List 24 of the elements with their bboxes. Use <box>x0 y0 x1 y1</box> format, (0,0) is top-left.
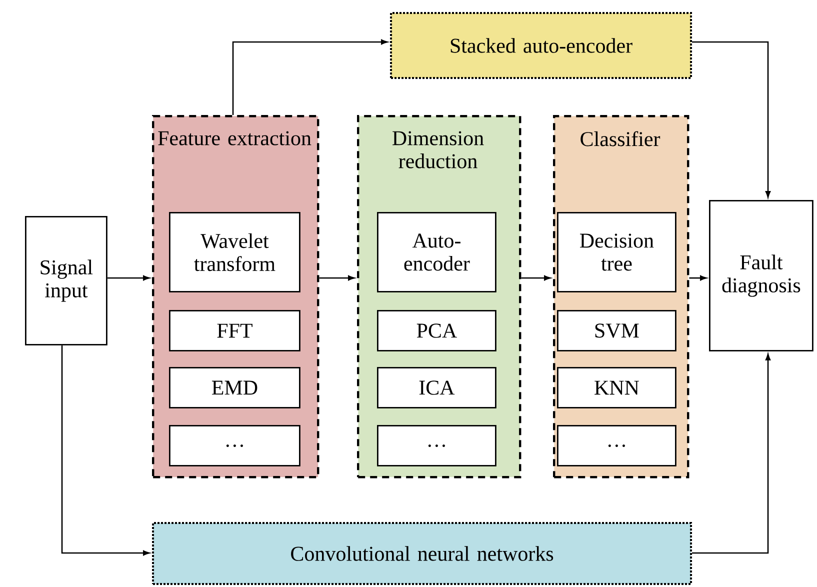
process-box: Stacked auto-encoder <box>390 12 692 79</box>
method-box: SVM <box>557 310 676 352</box>
method-box: EMD <box>169 367 300 408</box>
method-box: … <box>169 425 300 466</box>
arrow <box>692 354 771 554</box>
method-box: Wavelet transform <box>169 212 300 292</box>
process-box: Fault diagnosis <box>709 200 814 352</box>
method-box: … <box>377 425 496 466</box>
method-box: FFT <box>169 310 300 352</box>
arrow <box>689 275 707 281</box>
process-box: Convolutional neural networks <box>152 522 692 585</box>
method-box: Auto-encoder <box>377 212 496 292</box>
arrow <box>61 345 150 556</box>
arrow <box>521 275 551 281</box>
method-box: PCA <box>377 310 496 352</box>
arrow <box>232 39 388 115</box>
method-box: Decision tree <box>557 212 676 292</box>
method-box: KNN <box>557 367 676 408</box>
method-box: ICA <box>377 367 496 408</box>
method-box: … <box>557 425 676 466</box>
arrow <box>319 275 355 281</box>
process-box: Signal input <box>25 216 108 346</box>
arrow <box>107 275 150 281</box>
arrow <box>692 41 771 198</box>
